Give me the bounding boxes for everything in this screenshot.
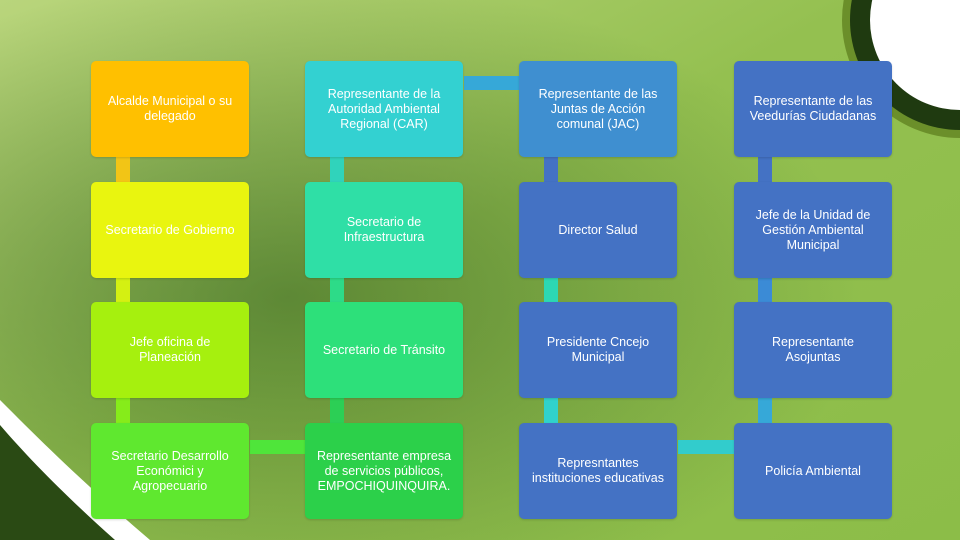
node-secretario-infraestructura: Secretario de Infraestructura (305, 182, 463, 278)
node-veedurias: Representante de las Veedurías Ciudadana… (734, 61, 892, 157)
connector (544, 277, 558, 302)
connector (330, 156, 344, 182)
node-presidente-concejo: Presidente Cncejo Municipal (519, 302, 677, 398)
node-director-salud: Director Salud (519, 182, 677, 278)
connector (544, 398, 558, 423)
connector (464, 76, 520, 90)
connector (250, 440, 306, 454)
node-car: Representante de la Autoridad Ambiental … (305, 61, 463, 157)
corner-swoosh-dark (0, 425, 115, 540)
node-secretario-transito: Secretario de Tránsito (305, 302, 463, 398)
node-empochiquinquira: Representante empresa de servicios públi… (305, 423, 463, 519)
node-secretario-gobierno: Secretario de Gobierno (91, 182, 249, 278)
connector (330, 398, 344, 423)
connector (758, 156, 772, 182)
connector (678, 440, 735, 454)
node-policia-ambiental: Policía Ambiental (734, 423, 892, 519)
node-jac: Representante de las Juntas de Acción co… (519, 61, 677, 157)
node-alcalde: Alcalde Municipal o su delegado (91, 61, 249, 157)
connector (116, 398, 130, 423)
corner-ring-white (870, 0, 960, 110)
node-asojuntas: Representante Asojuntas (734, 302, 892, 398)
node-gestion-ambiental: Jefe de la Unidad de Gestión Ambiental M… (734, 182, 892, 278)
connector (758, 277, 772, 302)
connector (116, 277, 130, 302)
node-secretario-desarrollo: Secretario Desarrollo Económici y Agrope… (91, 423, 249, 519)
node-instituciones-educativas: Represntantes instituciones educativas (519, 423, 677, 519)
connector (116, 156, 130, 182)
connector (330, 277, 344, 302)
node-jefe-planeacion: Jefe oficina de Planeación (91, 302, 249, 398)
connector (544, 156, 558, 182)
connector (758, 398, 772, 423)
